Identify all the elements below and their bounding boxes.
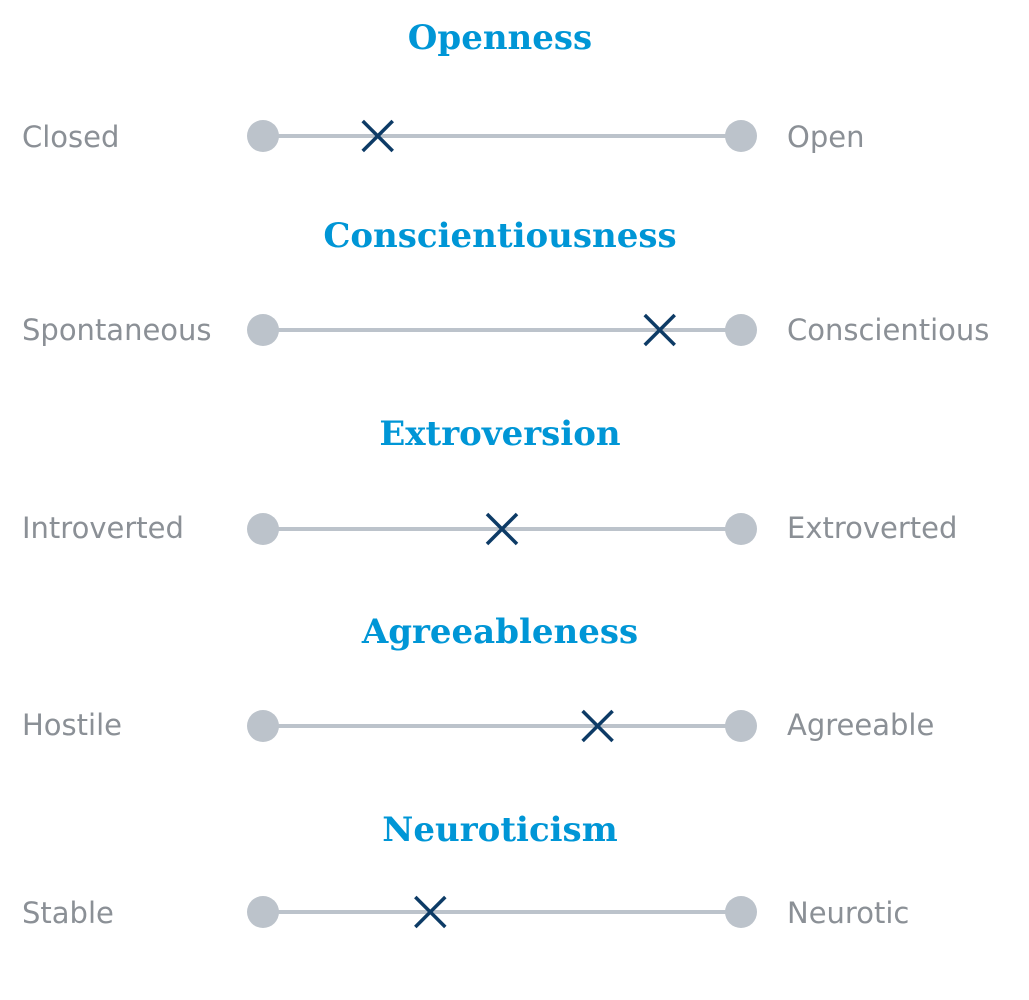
right-pole-label: Neurotic	[787, 896, 910, 930]
scale-left-end-dot	[247, 896, 279, 928]
score-marker	[581, 709, 614, 743]
score-marker	[414, 895, 447, 929]
trait-title: Agreeableness	[361, 612, 639, 652]
trait-title: Neuroticism	[382, 810, 618, 850]
personality-trait-scales: Openness Closed Open Conscientiousness S…	[0, 18, 1029, 930]
right-pole-label: Conscientious	[787, 313, 990, 347]
right-pole-label: Extroverted	[787, 511, 958, 545]
trait-extroversion: Extroversion Introverted Extroverted	[0, 414, 1029, 604]
score-marker-stroke	[581, 709, 614, 743]
score-marker-stroke	[361, 119, 394, 153]
trait-scale	[247, 512, 757, 546]
scale-left-end-dot	[247, 513, 279, 545]
trait-title: Openness	[407, 18, 593, 58]
trait-neuroticism: Neuroticism Stable Neurotic	[0, 810, 1029, 1000]
score-marker	[643, 313, 676, 347]
score-marker-stroke	[485, 512, 519, 546]
scale-right-end-dot	[725, 710, 757, 742]
scale-right-end-dot	[725, 314, 757, 346]
scale-right-end-dot	[725, 513, 757, 545]
trait-scale	[247, 119, 757, 153]
scale-right-end-dot	[725, 896, 757, 928]
scale-right-end-dot	[725, 120, 757, 152]
trait-scale	[247, 313, 757, 347]
score-marker	[485, 512, 519, 546]
trait-title: Extroversion	[379, 414, 621, 454]
left-pole-label: Closed	[22, 120, 120, 154]
left-pole-label: Stable	[22, 896, 114, 930]
score-marker-stroke	[414, 895, 447, 929]
right-pole-label: Open	[787, 120, 865, 154]
right-pole-label: Agreeable	[787, 708, 935, 742]
score-marker	[361, 119, 394, 153]
trait-scale	[247, 709, 757, 743]
scale-left-end-dot	[247, 120, 279, 152]
scale-left-end-dot	[247, 314, 279, 346]
trait-conscientiousness: Conscientiousness Spontaneous Conscienti…	[0, 216, 1029, 406]
scale-left-end-dot	[247, 710, 279, 742]
trait-title: Conscientiousness	[323, 216, 677, 256]
trait-scale	[247, 895, 757, 929]
trait-agreeableness: Agreeableness Hostile Agreeable	[0, 612, 1029, 802]
score-marker-stroke	[643, 313, 676, 347]
left-pole-label: Hostile	[22, 708, 122, 742]
left-pole-label: Spontaneous	[22, 313, 212, 347]
trait-openness: Openness Closed Open	[0, 18, 1029, 208]
left-pole-label: Introverted	[22, 511, 184, 545]
